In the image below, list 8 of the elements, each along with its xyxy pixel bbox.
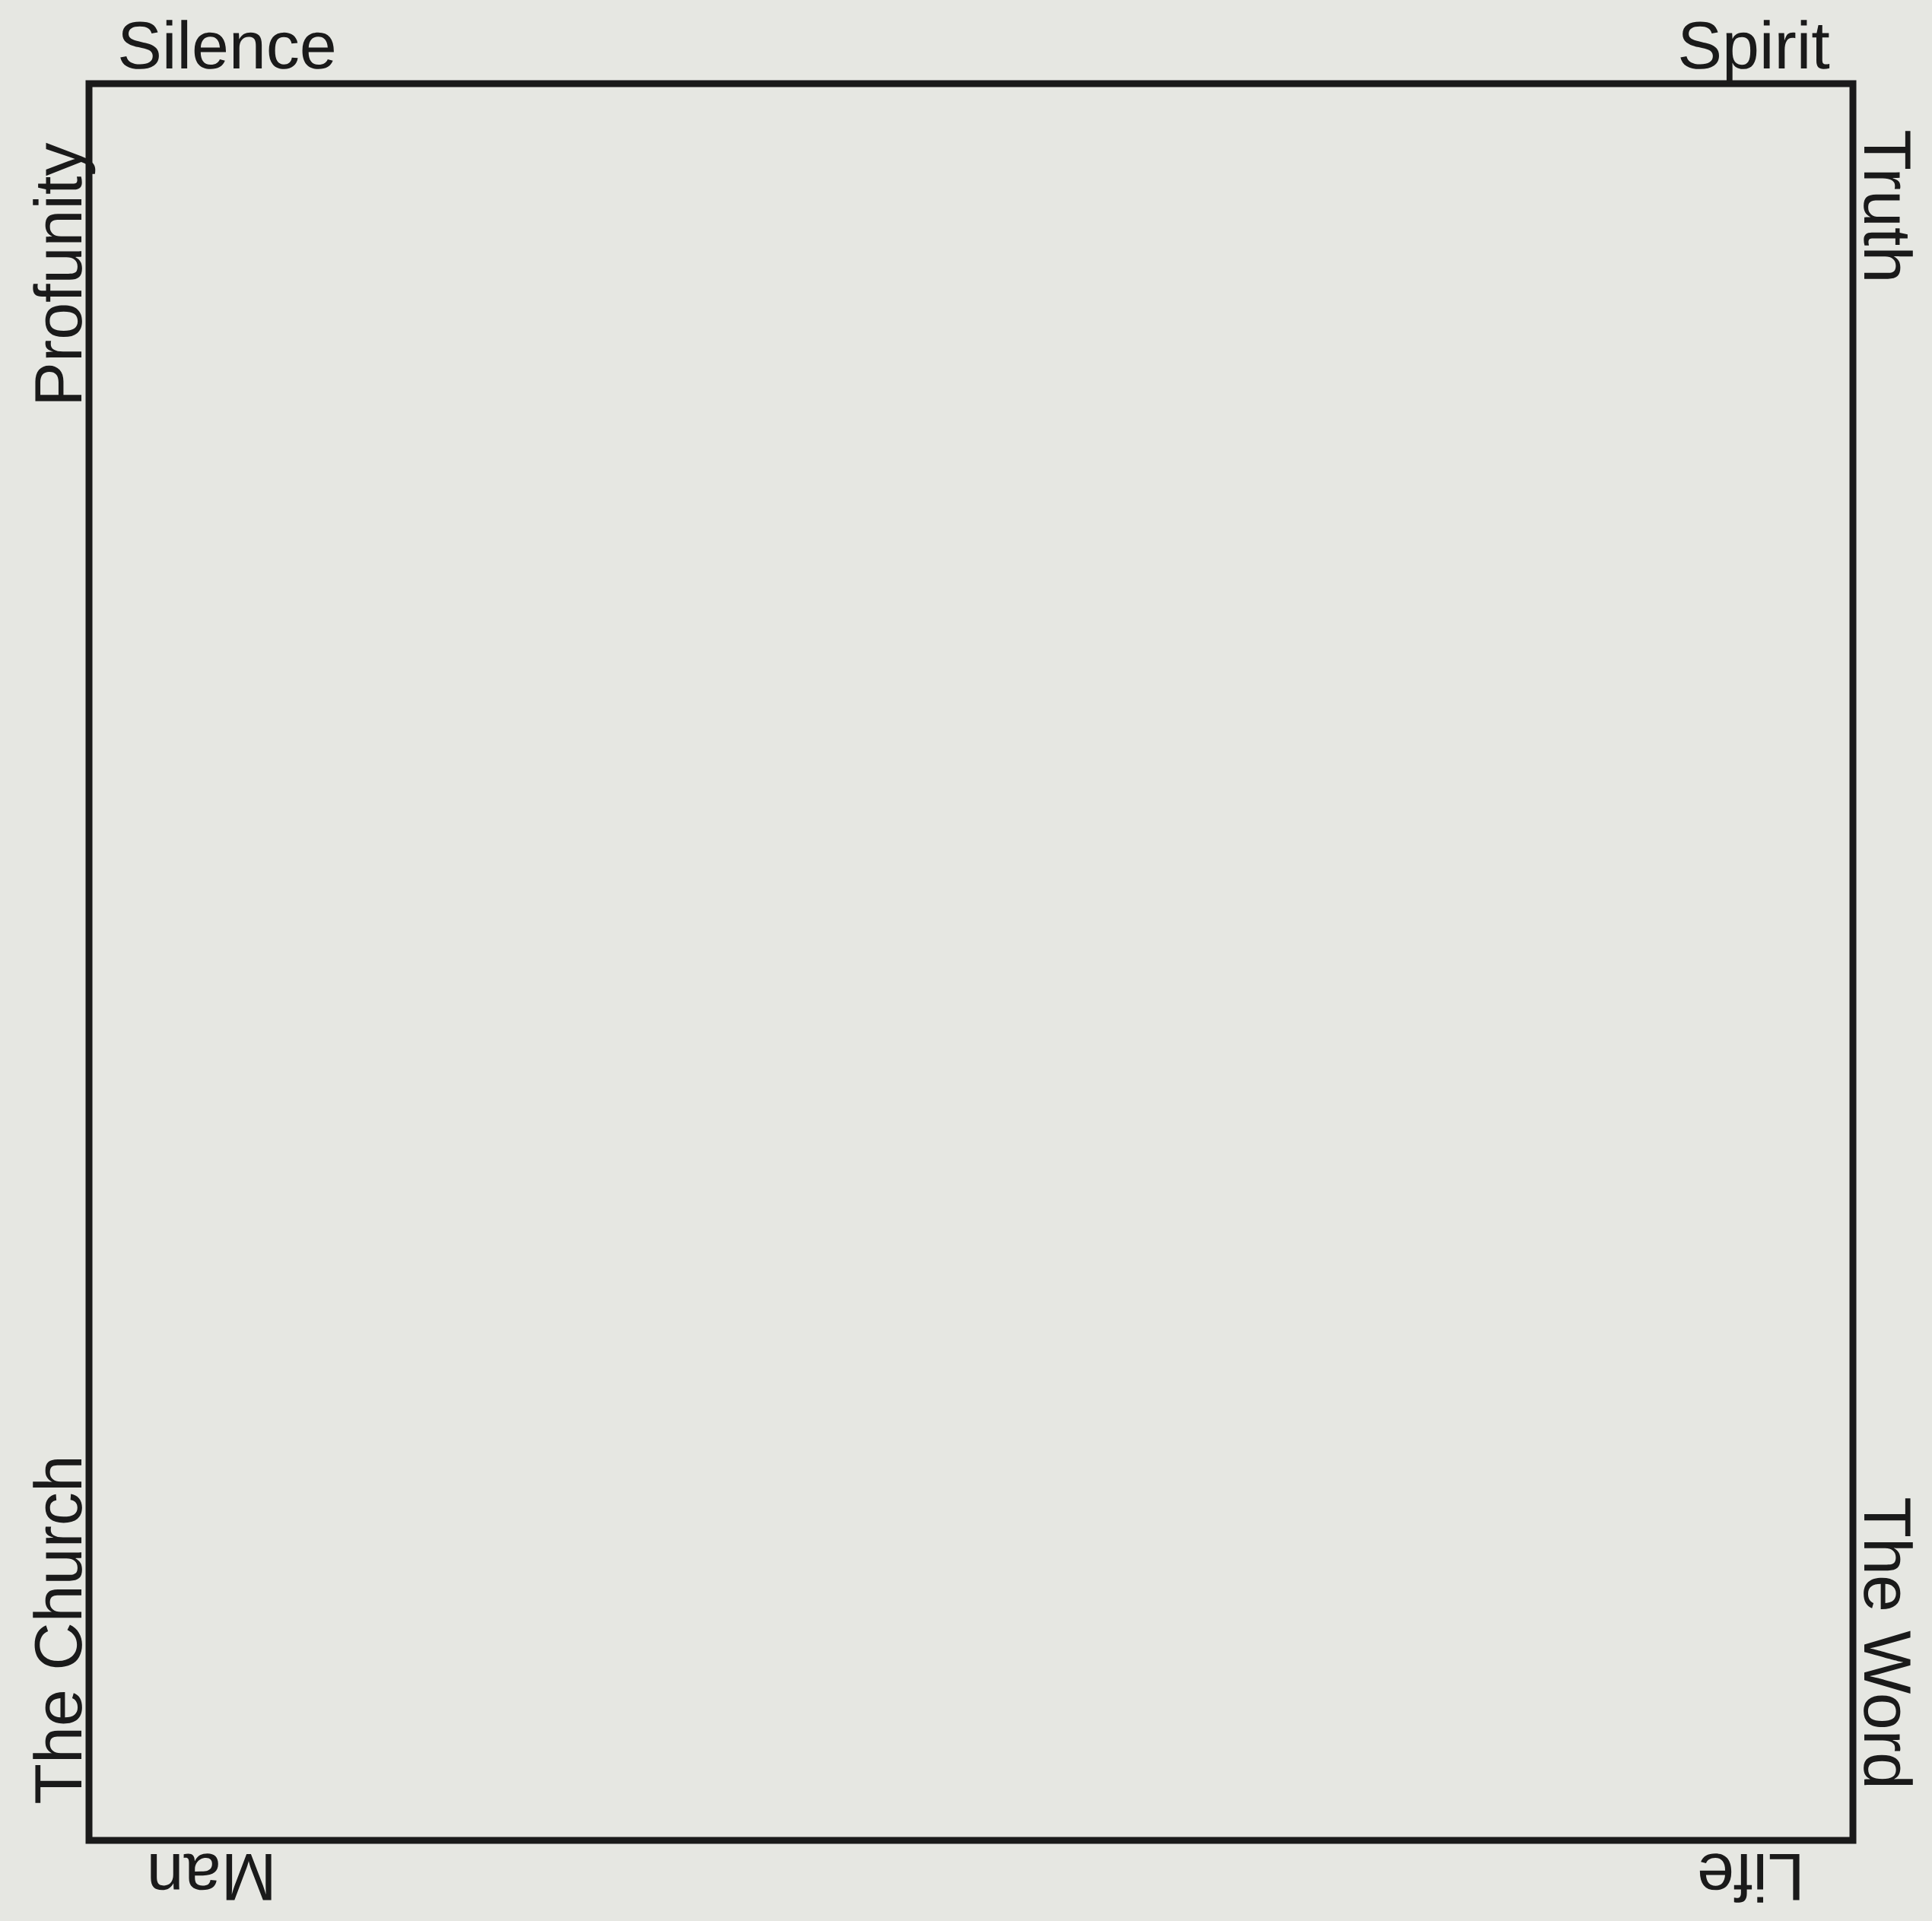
corner-label: Life (1699, 1853, 1800, 1903)
corner-label: Spirit (1680, 20, 1830, 83)
corner-label: Profunity (33, 142, 96, 402)
corner-label: Silence (120, 20, 334, 69)
corner-label: The Word (1864, 1498, 1913, 1786)
corner-label: Truth (1864, 131, 1913, 279)
corner-label: Man (151, 1853, 272, 1900)
corner-label: The Church (33, 1459, 82, 1803)
